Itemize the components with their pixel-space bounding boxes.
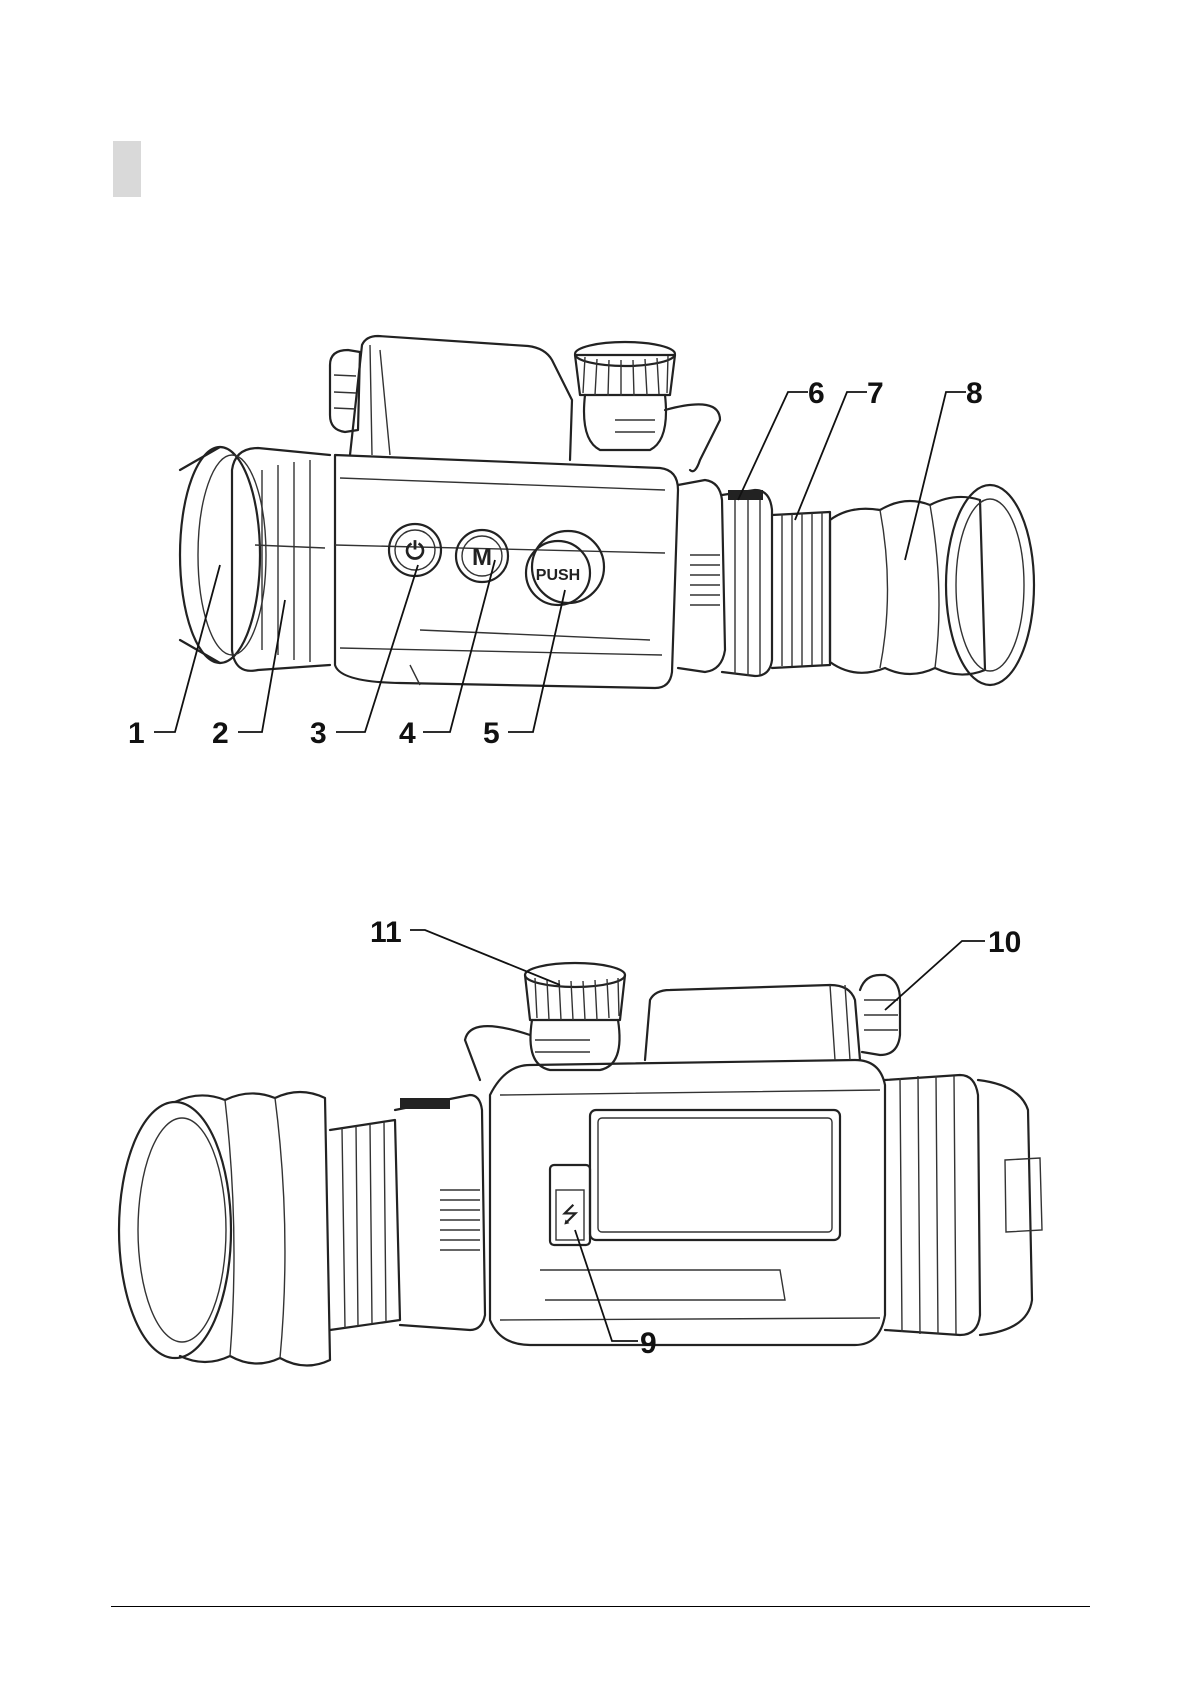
callout-6: 6	[808, 377, 825, 410]
callout-8: 8	[966, 377, 983, 410]
mode-button: M	[456, 530, 508, 582]
device-body	[180, 336, 1034, 688]
usb-icon: ⭍	[561, 1202, 579, 1227]
callout-10: 10	[988, 926, 1021, 959]
callout-4: 4	[399, 717, 416, 750]
power-button: ⏻	[389, 524, 441, 576]
leader-lines-top	[154, 392, 966, 732]
callout-2: 2	[212, 717, 229, 750]
footer-rule	[111, 1606, 1090, 1607]
mode-icon: M	[472, 544, 492, 571]
push-label: PUSH	[536, 567, 580, 584]
callout-11: 11	[370, 916, 402, 949]
callout-9: 9	[640, 1327, 657, 1360]
device-rear-view	[119, 963, 1042, 1366]
callouts-top: 1 2 3 4 5 6 7 8	[128, 377, 983, 750]
callouts-bottom: 9 10 11	[370, 916, 1021, 1360]
power-icon: ⏻	[406, 538, 425, 565]
callout-3: 3	[310, 717, 327, 750]
callout-7: 7	[867, 377, 884, 410]
callout-1: 1	[128, 717, 145, 750]
callout-5: 5	[483, 717, 500, 750]
